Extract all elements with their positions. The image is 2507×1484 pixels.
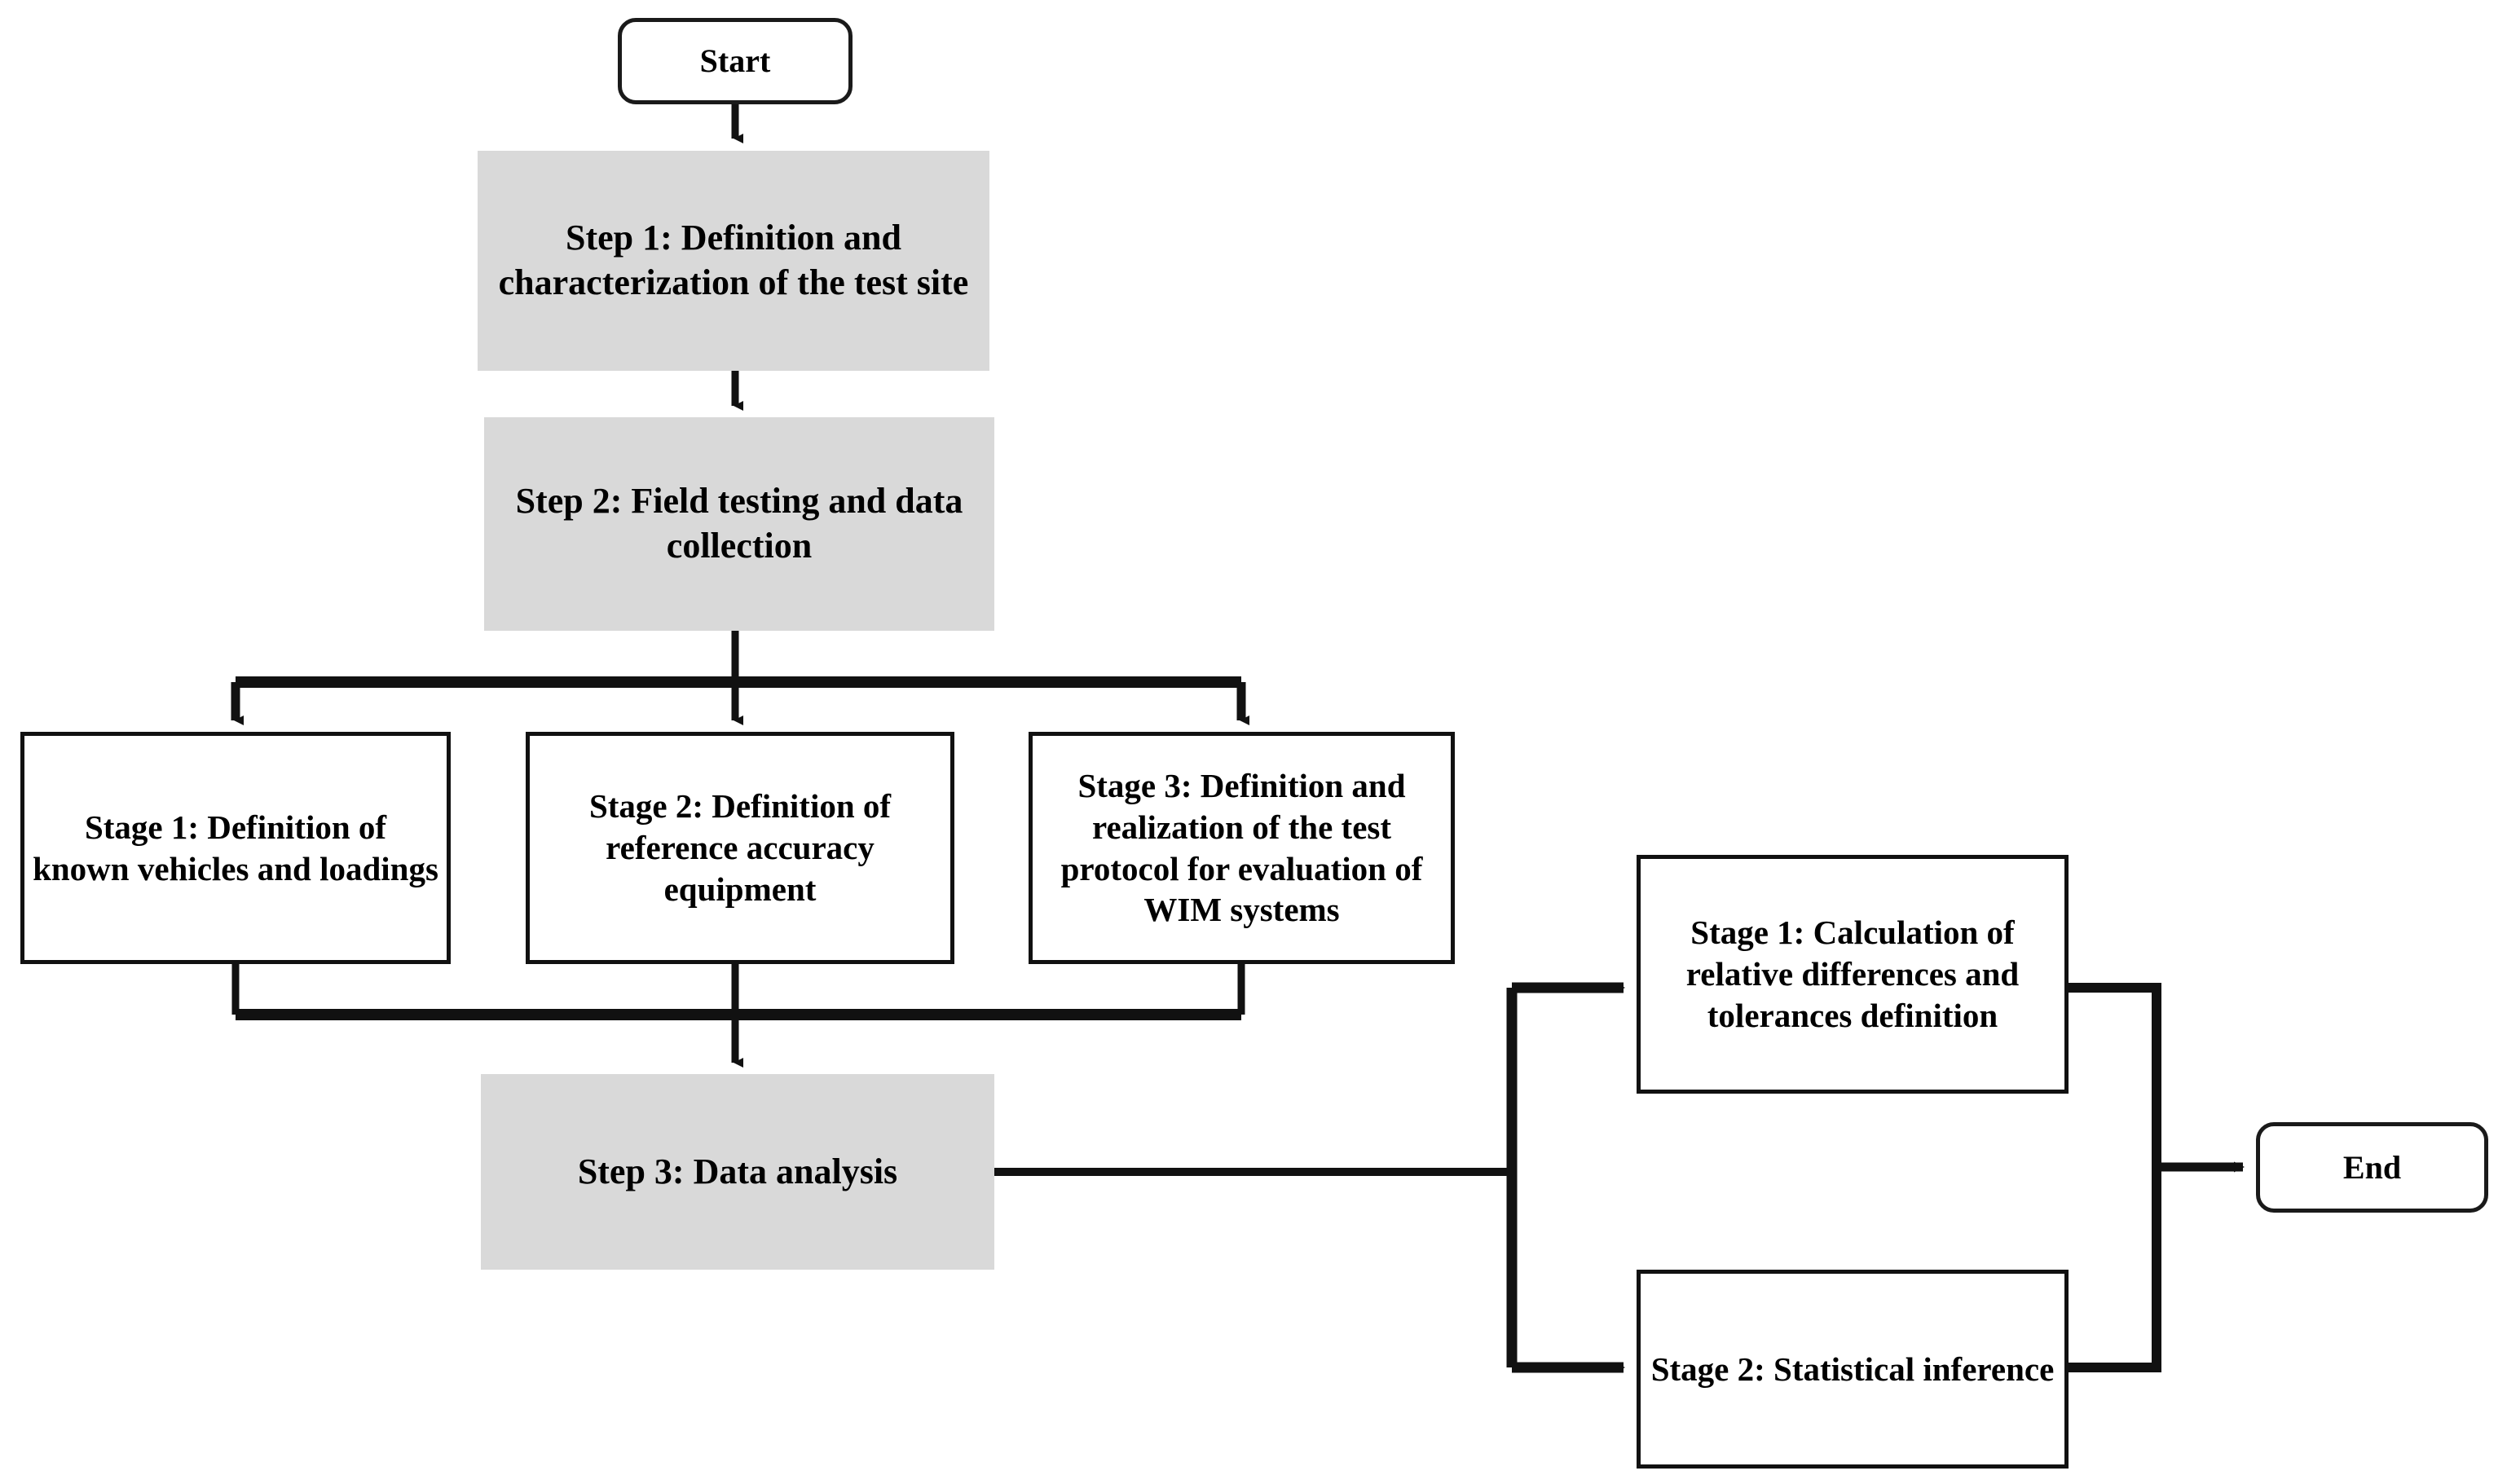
node-step-1[interactable]: Step 1: Definition and characterization …	[478, 151, 989, 371]
node-step-2[interactable]: Step 2: Field testing and data collectio…	[484, 417, 994, 631]
node-start[interactable]: Start	[618, 18, 853, 104]
node-step-1-label: Step 1: Definition and characterization …	[498, 218, 969, 302]
node-step-2-label: Step 2: Field testing and data collectio…	[515, 481, 963, 566]
node-stage-2-left[interactable]: Stage 2: Definition of reference accurac…	[526, 732, 954, 964]
node-end-label: End	[2342, 1148, 2402, 1186]
node-step-3-label: Step 3: Data analysis	[577, 1151, 898, 1191]
node-step-3[interactable]: Step 3: Data analysis	[481, 1074, 994, 1270]
node-stage-3-left-label: Stage 3: Definition and realization of t…	[1060, 766, 1423, 929]
node-stage-1-left-label: Stage 1: Definition of known vehicles an…	[33, 808, 438, 887]
node-stage-2-right-label: Stage 2: Statistical inference	[1650, 1350, 2055, 1388]
node-stage-3-left[interactable]: Stage 3: Definition and realization of t…	[1029, 732, 1455, 964]
node-stage-1-left[interactable]: Stage 1: Definition of known vehicles an…	[20, 732, 451, 964]
node-end[interactable]: End	[2256, 1122, 2488, 1213]
node-stage-2-left-label: Stage 2: Definition of reference accurac…	[588, 787, 892, 908]
node-start-label: Start	[699, 42, 771, 80]
node-stage-1-right[interactable]: Stage 1: Calculation of relative differe…	[1637, 855, 2069, 1094]
node-stage-1-right-label: Stage 1: Calculation of relative differe…	[1685, 914, 2020, 1034]
node-stage-2-right[interactable]: Stage 2: Statistical inference	[1637, 1270, 2069, 1469]
